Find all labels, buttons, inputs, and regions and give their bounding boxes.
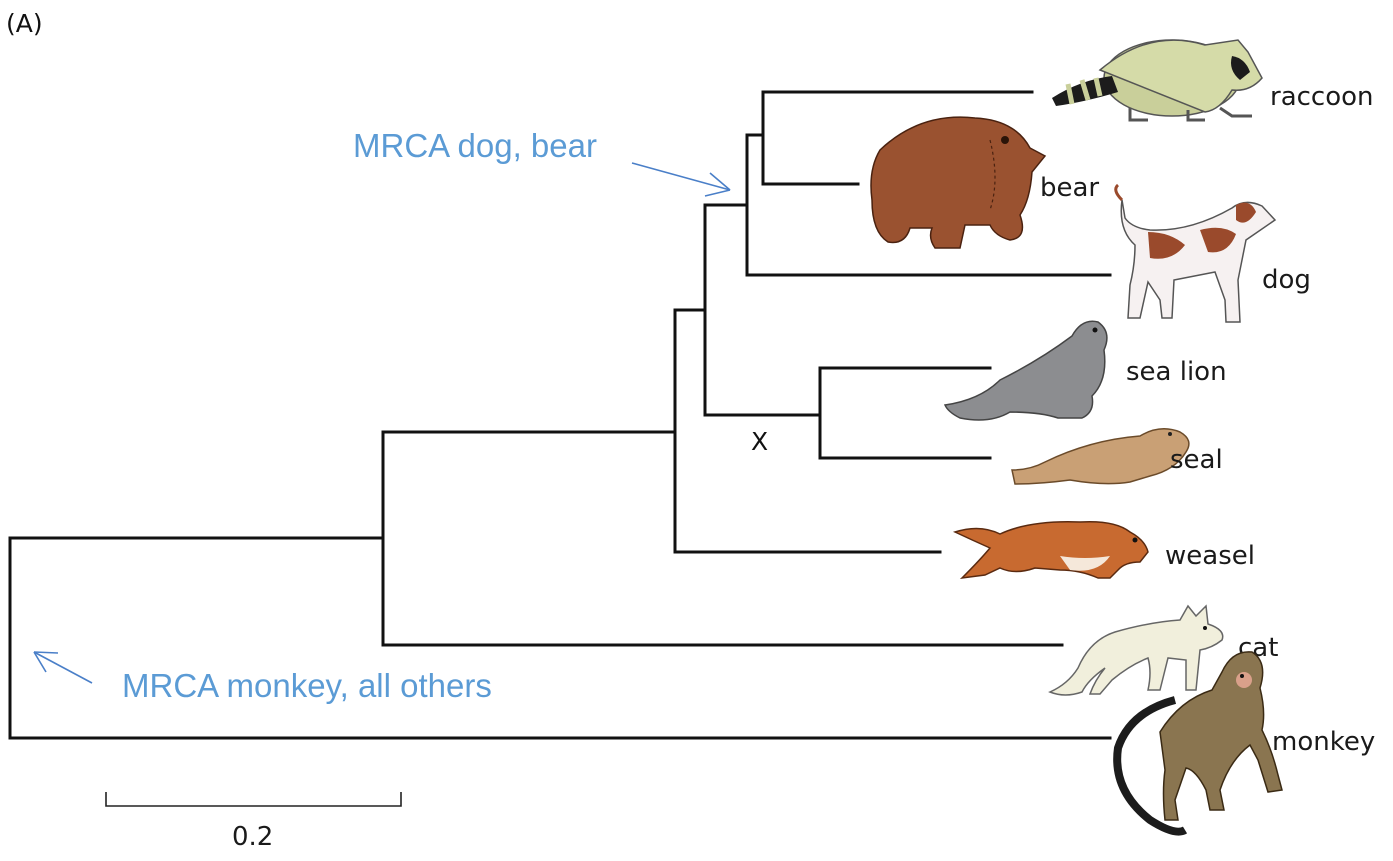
- tree-branches: [8, 90, 1112, 740]
- cat-icon: [1048, 604, 1224, 696]
- label-dog: dog: [1262, 265, 1311, 295]
- node-mark-x: X: [751, 427, 768, 456]
- seal-icon: [1011, 428, 1190, 485]
- panel-label: (A): [6, 9, 43, 38]
- raccoon-icon: [1052, 39, 1263, 122]
- dog-icon: [1114, 183, 1277, 323]
- arrow-mrca-monkey: [33, 651, 93, 684]
- label-sea-lion: sea lion: [1126, 357, 1227, 387]
- scale-bar-label: 0.2: [232, 822, 273, 852]
- arrow-mrca-dog-bear: [631, 162, 731, 197]
- monkey-icon: [1113, 651, 1283, 836]
- label-monkey: monkey: [1272, 727, 1375, 757]
- annotation-mrca-monkey: MRCA monkey, all others: [122, 667, 492, 704]
- label-bear: bear: [1040, 173, 1099, 203]
- bear-icon: [870, 116, 1047, 249]
- sea-lion-icon: [943, 320, 1108, 421]
- label-raccoon: raccoon: [1270, 82, 1374, 112]
- label-weasel: weasel: [1165, 541, 1255, 571]
- annotation-mrca-dog-bear: MRCA dog, bear: [353, 127, 597, 164]
- scale-bar: [105, 792, 402, 807]
- weasel-icon: [952, 520, 1149, 580]
- label-seal: seal: [1170, 445, 1223, 475]
